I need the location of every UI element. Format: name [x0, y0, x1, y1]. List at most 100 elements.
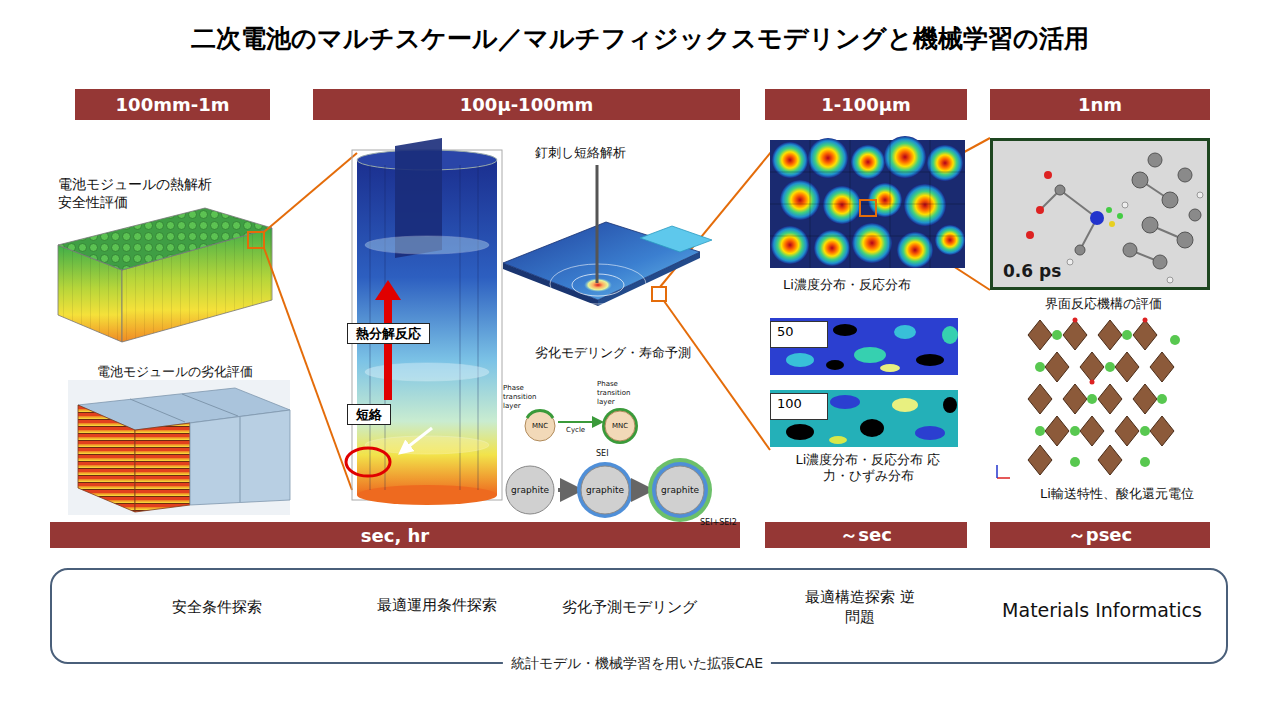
- crystal-structure: [1052, 330, 1062, 340]
- zoom-leader: [664, 301, 770, 450]
- crystal-structure: [1150, 352, 1174, 382]
- time-band: ～psec: [990, 522, 1210, 548]
- node-text: 劣化予測モデリング: [562, 598, 697, 618]
- molecule-snapshot: [1036, 206, 1044, 214]
- nail-penetration-plate: [596, 165, 599, 283]
- molecule-snapshot: [1132, 172, 1148, 188]
- microstructure-strip: [943, 397, 957, 413]
- battery-module-degradation: [240, 417, 241, 502]
- microstructure-image: [904, 184, 946, 226]
- microstructure-strip: [854, 347, 886, 363]
- degradation-diagram: [558, 488, 572, 492]
- cylinder-cell: [375, 280, 401, 300]
- label-text: 界面反応機構の評価: [1045, 296, 1162, 312]
- crystal-structure: [1115, 416, 1139, 446]
- molecule-snapshot: [1117, 213, 1123, 219]
- crystal-structure: [1115, 352, 1139, 382]
- microstructure-image: [810, 140, 811, 268]
- molecule-snapshot: [1090, 211, 1104, 225]
- molecule-snapshot: [1075, 245, 1085, 255]
- cylinder-cell: [384, 298, 392, 400]
- crystal-structure: [1098, 384, 1122, 414]
- microstructure-image: [927, 145, 963, 181]
- microstructure-image: [770, 204, 965, 205]
- microstructure-strip: [786, 424, 814, 440]
- crystal-structure: [996, 465, 998, 478]
- degradation-diagram: [527, 410, 553, 418]
- microstructure-strip: [892, 398, 918, 412]
- label-text: 釘刺し短絡解析: [535, 145, 626, 161]
- label-text: MNC: [608, 422, 632, 431]
- label-text: 電池モジュールの劣化評価: [97, 364, 253, 380]
- crystal-structure: [997, 318, 1180, 479]
- molecule-snapshot: [1067, 259, 1073, 265]
- microstructure-image: [897, 232, 933, 268]
- node-text: 0.6 ps: [1003, 261, 1061, 281]
- cylinder-cell: [346, 448, 390, 476]
- crystal-structure: [1122, 330, 1132, 340]
- callout-box: 短絡: [347, 404, 391, 425]
- microstructure-image: [890, 140, 891, 268]
- molecule-snapshot: [1189, 209, 1201, 221]
- crystal-structure: [1098, 320, 1122, 350]
- microstructure-strip: [829, 436, 847, 444]
- degradation-diagram: [648, 458, 712, 522]
- cylinder-cell: [357, 485, 497, 505]
- crystal-structure: [1087, 394, 1097, 404]
- degradation-diagram: [656, 466, 704, 514]
- degradation-diagram: [506, 466, 554, 514]
- microstructure-strip: [786, 353, 814, 367]
- microstructure-strip: [830, 395, 860, 409]
- crystal-structure: [1045, 352, 1069, 382]
- microstructure-strip: [770, 318, 958, 447]
- microstructure-image: [930, 140, 931, 268]
- battery-module-degradation: [190, 410, 290, 505]
- crystal-structure: [1098, 445, 1122, 475]
- molecule-snapshot: [1055, 185, 1065, 195]
- value-box: 50: [770, 321, 828, 348]
- crystal-structure: [1035, 362, 1045, 372]
- label-text: SEI: [596, 449, 609, 459]
- diagram-title: 二次電池のマルチスケール／マルチフィジックスモデリングと機械学習の活用: [0, 22, 1280, 55]
- molecule-snapshot: [1167, 277, 1173, 283]
- microstructure-strip: [915, 426, 945, 440]
- crystal-structure: [1035, 426, 1045, 436]
- microstructure-image: [850, 140, 851, 268]
- node-text: 100: [777, 396, 821, 411]
- nail-penetration-plate: [640, 226, 712, 252]
- degradation-diagram: [577, 462, 633, 518]
- label-text: graphite: [581, 485, 629, 496]
- label-text: MNC: [528, 422, 552, 431]
- crystal-structure: [1070, 457, 1080, 467]
- microstructure-strip: [916, 354, 944, 366]
- crystal-structure: [1063, 384, 1087, 414]
- crystal-structure: [1133, 384, 1157, 414]
- crystal-structure: [1157, 394, 1167, 404]
- molecule-snapshot: [1197, 192, 1203, 198]
- battery-module-degradation: [68, 380, 290, 515]
- degradation-diagram: [525, 411, 555, 441]
- battery-module-degradation: [68, 380, 290, 515]
- microstructure-image: [770, 140, 965, 268]
- battery-module-degradation: [135, 423, 190, 512]
- microstructure-image: [935, 225, 965, 255]
- scale-band: 100μ-100mm: [313, 89, 740, 120]
- microstructure-strip: [942, 326, 958, 344]
- label-text: graphite: [506, 485, 554, 496]
- molecule-snapshot: [1148, 153, 1162, 167]
- node-text: sec, hr: [361, 525, 429, 546]
- battery-module-degradation: [130, 399, 185, 422]
- molecule-snapshot: [1178, 168, 1192, 182]
- molecule-snapshot: [1040, 180, 1185, 262]
- label-text: Phase transition layer: [503, 384, 543, 410]
- battery-module-degradation: [78, 405, 135, 512]
- node-text: 最適運用条件探索: [377, 596, 497, 616]
- application-panel: 安全条件探索最適運用条件探索劣化予測モデリング最適構造探索 逆問題Materia…: [50, 568, 1228, 664]
- battery-module-thermal: [248, 232, 264, 248]
- microstructure-image: [771, 226, 809, 264]
- molecule-snapshot: [1162, 192, 1178, 208]
- microstructure-strip: [826, 360, 844, 370]
- molecule-snapshot: [1109, 221, 1115, 227]
- degradation-diagram: [558, 421, 598, 423]
